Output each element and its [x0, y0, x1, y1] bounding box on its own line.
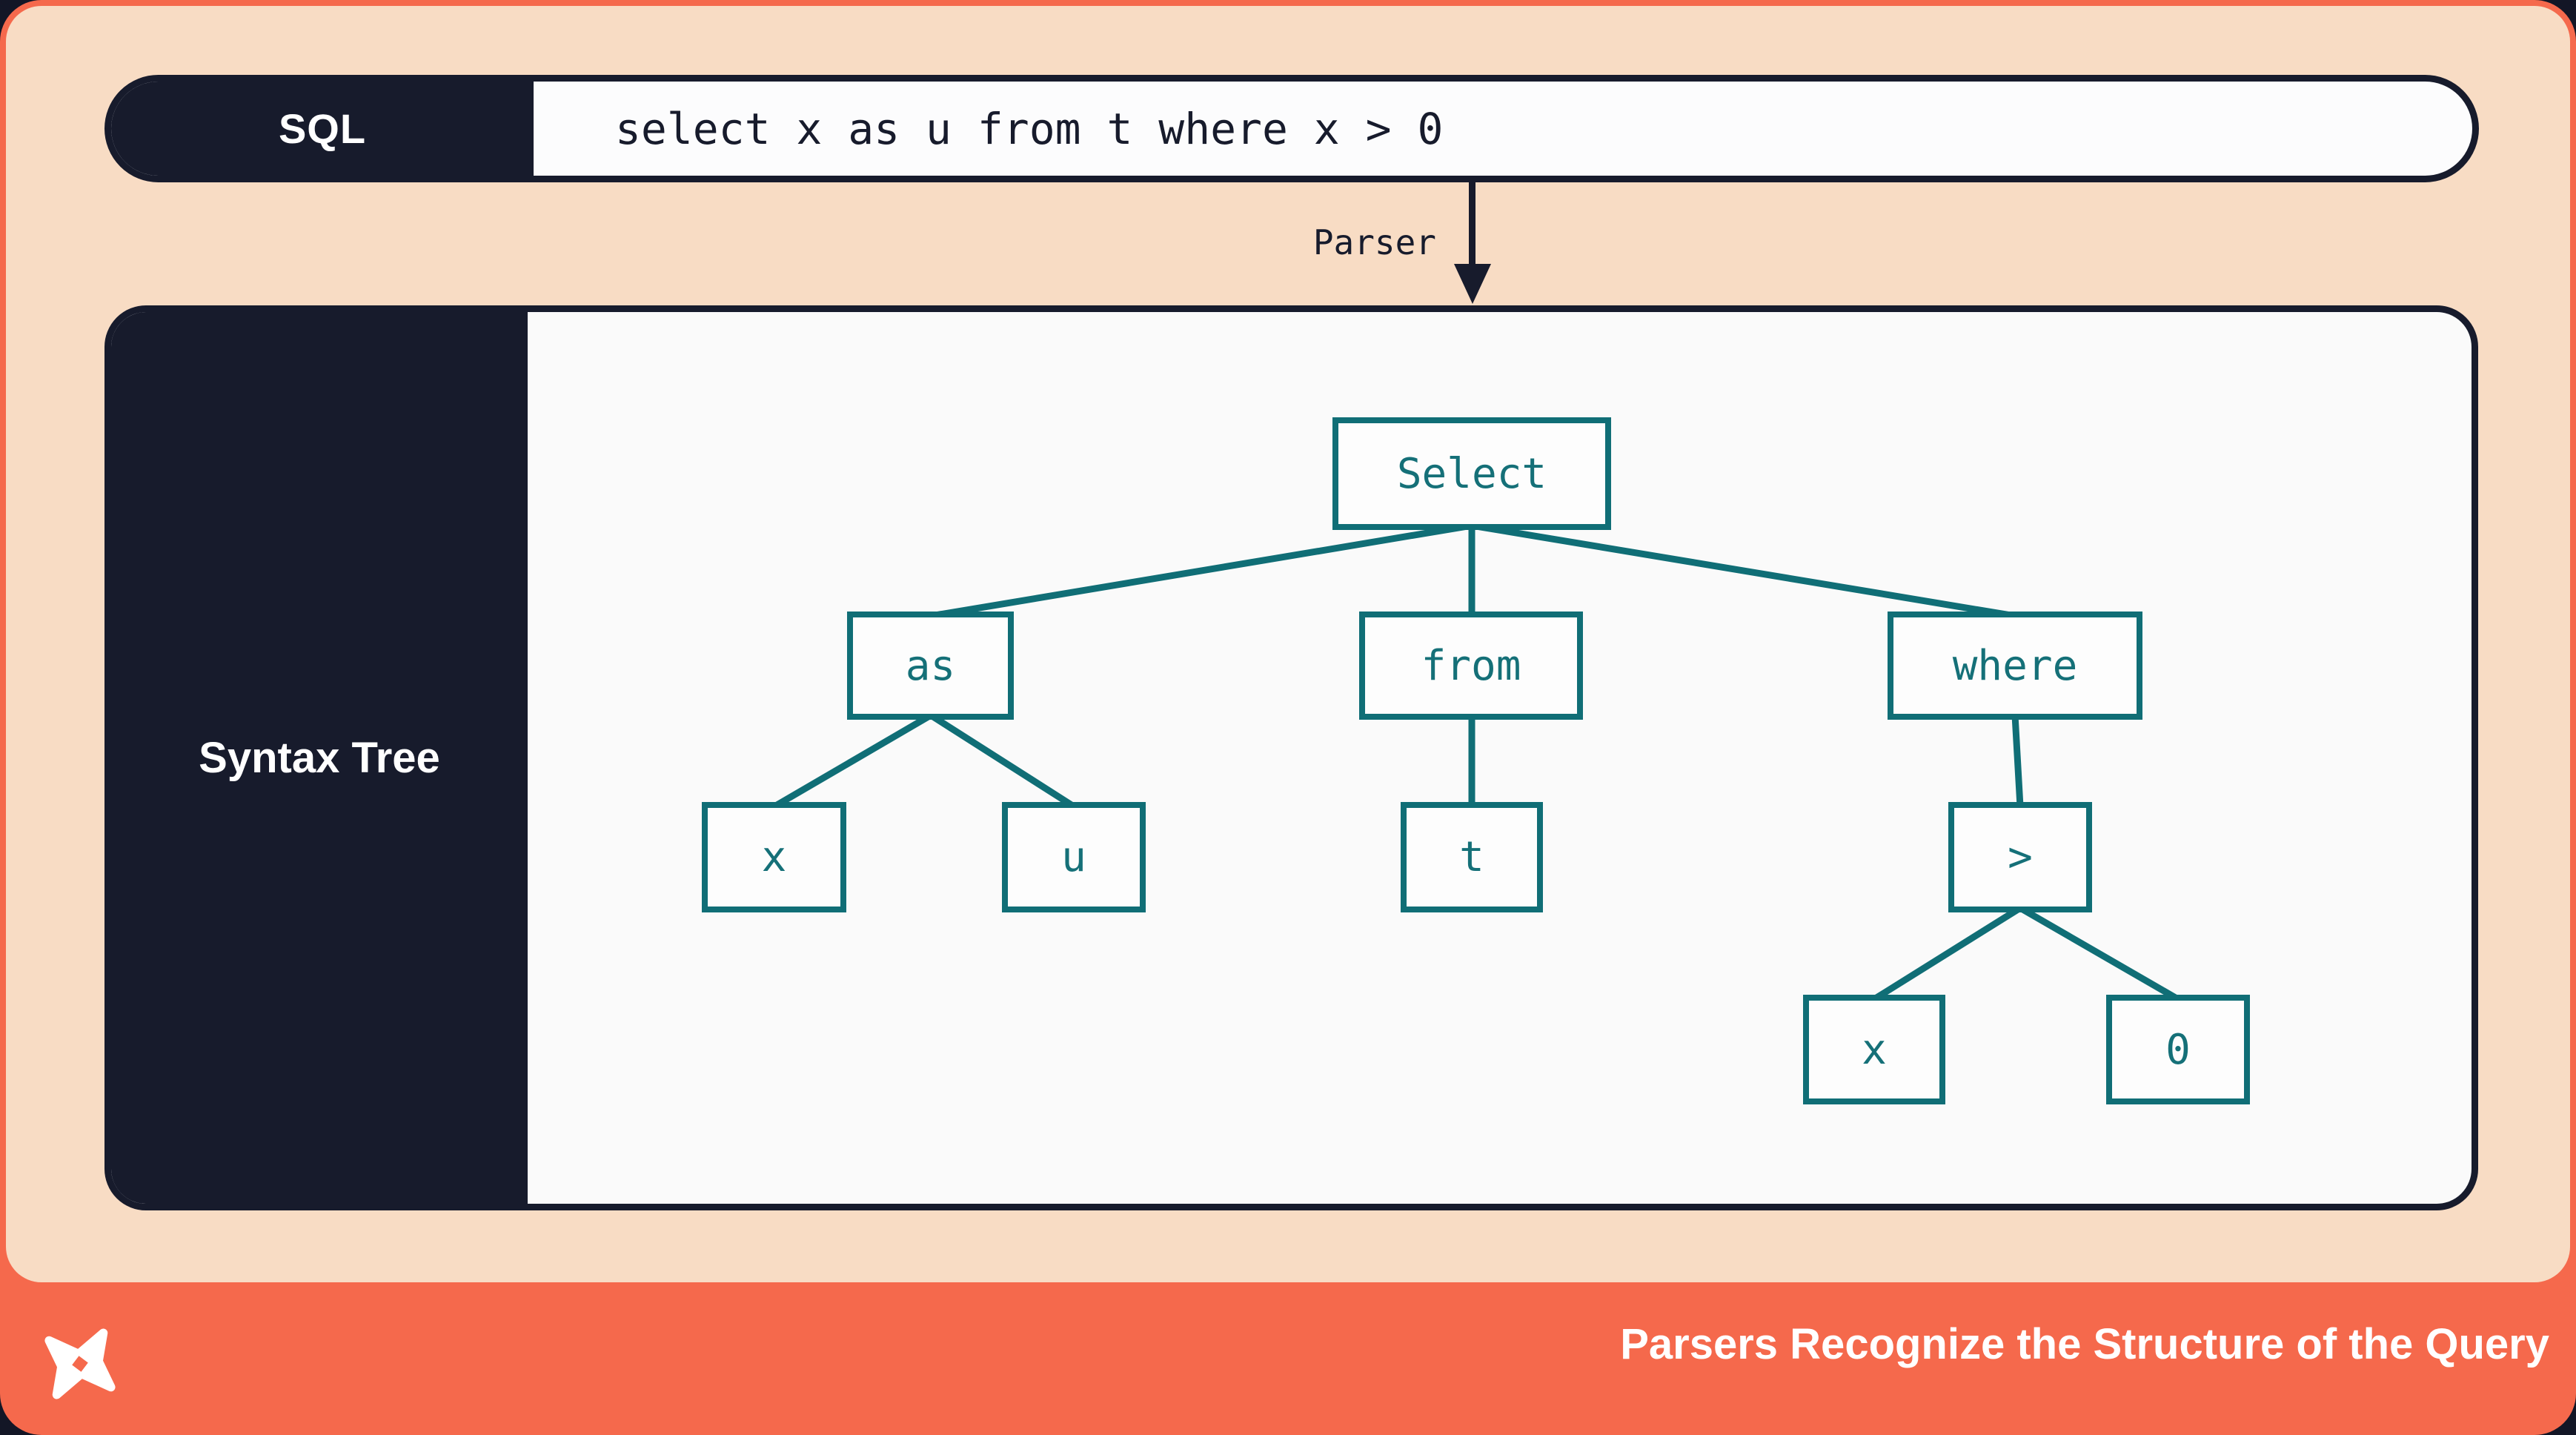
parser-arrow-head-icon: [1454, 264, 1491, 304]
parser-arrow-line: [1469, 182, 1475, 273]
syntax-tree-label-section: Syntax Tree: [111, 312, 528, 1204]
syntax-tree-label: Syntax Tree: [199, 734, 440, 782]
sql-bar: SQL select x as u from t where x > 0: [104, 75, 2479, 182]
footer-banner: Parsers Recognize the Structure of the Q…: [0, 1282, 2576, 1435]
syntax-tree-box: Syntax Tree: [104, 305, 2478, 1210]
sql-query-text: select x as u from t where x > 0: [615, 103, 1444, 154]
sql-bar-label-section: SQL: [111, 82, 534, 176]
sql-bar-label: SQL: [278, 105, 367, 152]
parser-label: Parser: [1312, 222, 1436, 262]
pinwheel-x-logo-icon: [44, 1328, 116, 1399]
footer-title: Parsers Recognize the Structure of the Q…: [1620, 1320, 2549, 1368]
